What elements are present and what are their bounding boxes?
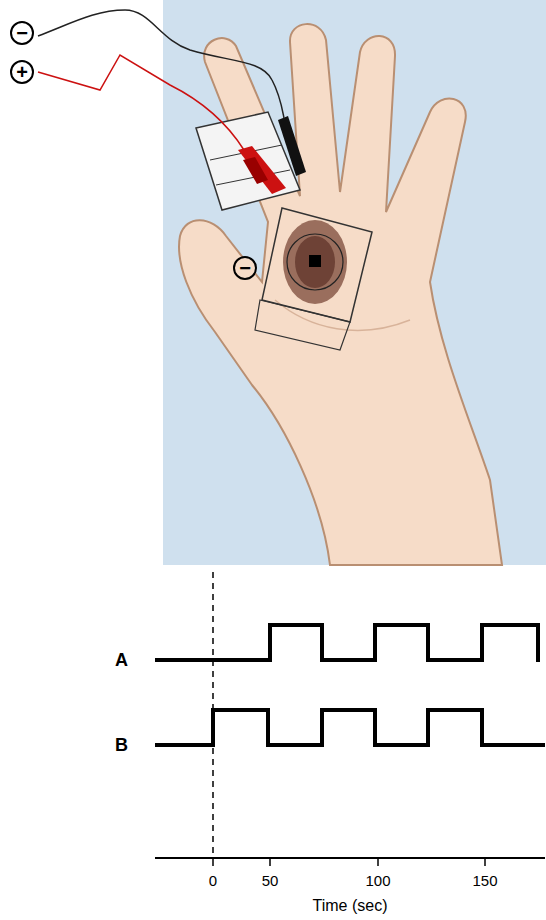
axis-tick xyxy=(269,858,271,866)
wound-electrode xyxy=(309,255,321,267)
polarity-symbol: − xyxy=(10,21,34,45)
axis-tick-label: 150 xyxy=(472,873,497,888)
axis-tick xyxy=(484,858,486,866)
background-panel xyxy=(163,0,546,565)
red-wire xyxy=(38,55,244,150)
axis-tick-label: 50 xyxy=(262,873,279,888)
red-electrode-clip xyxy=(238,146,286,194)
signal-name: A xyxy=(115,651,128,669)
signal-name: B xyxy=(115,736,128,754)
axis-tick xyxy=(212,858,214,866)
wound-electrode-ring xyxy=(287,234,343,290)
axis-title: Time (sec) xyxy=(313,898,388,914)
black-wire xyxy=(38,10,284,118)
polarity-symbol: + xyxy=(10,60,34,84)
hand xyxy=(179,24,502,565)
axis-tick xyxy=(377,858,379,866)
red-electrode-clip xyxy=(243,157,268,184)
wound-center xyxy=(295,236,335,288)
axis-tick-label: 0 xyxy=(209,873,217,888)
signal-a xyxy=(155,625,538,662)
signal-b xyxy=(155,710,545,745)
palm-crease xyxy=(275,300,410,330)
axis-tick-label: 100 xyxy=(365,873,390,888)
wound xyxy=(283,220,347,304)
black-electrode-clip xyxy=(278,116,306,176)
polarity-symbol: − xyxy=(233,256,257,280)
dressing-frame xyxy=(255,300,350,350)
